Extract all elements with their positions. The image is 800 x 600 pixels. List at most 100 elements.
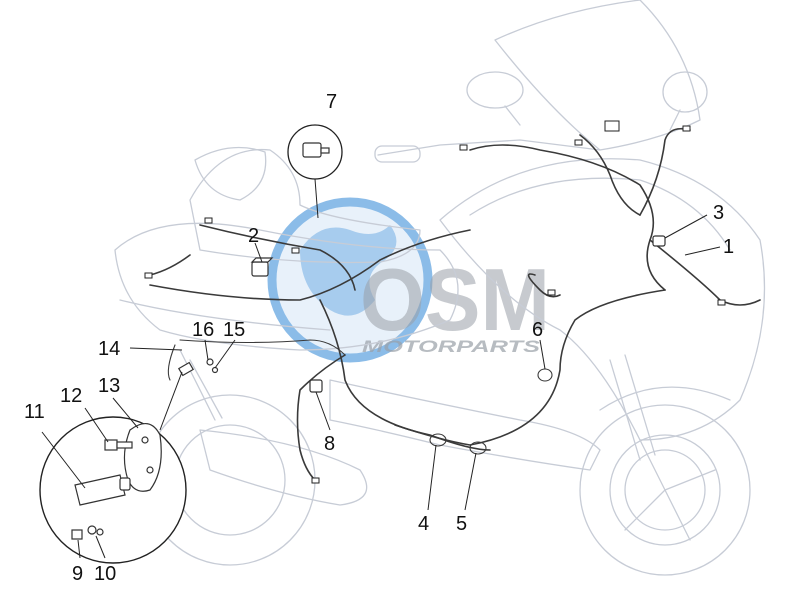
connector xyxy=(574,139,583,146)
stand-switch-parts xyxy=(177,358,219,377)
callout-1[interactable]: 1 xyxy=(723,236,734,258)
exhaust-outline xyxy=(199,429,368,506)
leader-8 xyxy=(315,391,331,431)
leader-10 xyxy=(95,535,106,559)
headlight-branch xyxy=(649,239,761,306)
switch-body xyxy=(302,142,322,158)
cable-clamp-part xyxy=(652,235,666,247)
connector xyxy=(547,289,556,296)
switch-plunger xyxy=(320,147,330,154)
front-fork-outline xyxy=(609,354,656,461)
callout-numbers: 1 2 3 4 5 6 7 8 9 10 11 12 13 14 15 16 xyxy=(24,91,734,585)
leader-2 xyxy=(254,242,263,263)
leader-15 xyxy=(214,339,236,369)
bracket-hole xyxy=(146,466,154,474)
front-wheel-outline xyxy=(579,404,751,576)
dash-harness-branch xyxy=(579,134,641,216)
brake-disc-outline xyxy=(624,449,706,531)
front-wheel-spokes xyxy=(624,439,716,541)
cable-tie-5 xyxy=(469,441,487,455)
callout-16[interactable]: 16 xyxy=(192,319,214,341)
callout-13[interactable]: 13 xyxy=(98,375,120,397)
connector-part-8 xyxy=(309,379,323,393)
leader-9 xyxy=(77,539,81,559)
watermark-brand: OSM xyxy=(360,250,550,349)
rear-body-line xyxy=(119,299,331,331)
relay-part xyxy=(250,257,274,277)
callout-3[interactable]: 3 xyxy=(713,202,724,224)
lower-branch xyxy=(296,354,346,481)
callout-14[interactable]: 14 xyxy=(98,338,120,360)
side-stand-cable xyxy=(167,344,176,381)
connector xyxy=(291,247,300,254)
watermark-tagline: MOTORPARTS xyxy=(362,337,541,356)
sensor-tip xyxy=(119,477,131,491)
callout-4[interactable]: 4 xyxy=(418,513,429,535)
connector xyxy=(604,120,620,132)
connector xyxy=(144,272,153,279)
callout-12[interactable]: 12 xyxy=(60,385,82,407)
leader-16 xyxy=(204,339,209,361)
right-mirror-outline xyxy=(662,71,708,113)
leader-4 xyxy=(427,444,437,511)
right-bar-harness xyxy=(639,127,691,216)
sensor-cable xyxy=(179,339,346,356)
connector xyxy=(459,144,468,151)
long-cable-2 xyxy=(319,299,491,451)
callout-15[interactable]: 15 xyxy=(223,319,245,341)
front-harness-trunk xyxy=(469,144,666,291)
clip-6 xyxy=(537,368,553,382)
callout-5[interactable]: 5 xyxy=(456,513,467,535)
floorboard-outline xyxy=(329,379,601,471)
leader-12 xyxy=(84,407,109,443)
leader-1 xyxy=(684,246,721,256)
right-mirror-stem xyxy=(669,109,681,131)
callout-10[interactable]: 10 xyxy=(94,563,116,585)
switch-detail-leader xyxy=(314,178,319,219)
windscreen-outline xyxy=(494,0,701,151)
leader-3 xyxy=(664,214,708,239)
leader-5 xyxy=(464,452,477,511)
rear-wheel-rim xyxy=(174,424,286,536)
backrest-outline xyxy=(194,146,267,201)
leader-6 xyxy=(539,339,546,370)
rear-body-outline xyxy=(114,222,459,351)
left-mirror-outline xyxy=(466,71,524,109)
front-wheel-rim xyxy=(609,434,721,546)
main-harness-trunk xyxy=(149,229,471,301)
connector xyxy=(204,217,213,224)
bracket-hole xyxy=(141,436,149,444)
callout-9[interactable]: 9 xyxy=(72,563,83,585)
handlebar-outline xyxy=(377,139,601,156)
callout-7[interactable]: 7 xyxy=(326,91,337,113)
bolt-12 xyxy=(104,439,133,451)
grip-outline xyxy=(374,145,421,163)
wiring-harness xyxy=(149,127,761,481)
front-shield-inner xyxy=(469,177,731,251)
leader-lines xyxy=(41,214,721,559)
stand-sensor-detail xyxy=(39,371,187,564)
front-mudguard-outline xyxy=(599,386,731,411)
leader-14 xyxy=(129,347,183,351)
callout-6[interactable]: 6 xyxy=(532,319,543,341)
connector xyxy=(311,477,320,484)
horn-branch xyxy=(527,273,561,298)
callout-8[interactable]: 8 xyxy=(324,433,335,455)
bracket-13 xyxy=(123,423,162,492)
sensor-11 xyxy=(74,474,126,506)
cable-tie-4 xyxy=(429,433,447,447)
tail-light-branch xyxy=(149,254,191,276)
connector xyxy=(682,125,691,132)
leader-11 xyxy=(41,431,86,489)
connectors xyxy=(144,120,726,484)
connector xyxy=(717,299,726,306)
washer-10 xyxy=(87,525,104,536)
callout-2[interactable]: 2 xyxy=(248,225,259,247)
left-mirror-stem xyxy=(504,105,521,126)
callout-11[interactable]: 11 xyxy=(24,401,45,423)
rear-shock-outline xyxy=(179,349,223,421)
rear-harness-branch xyxy=(199,224,356,291)
leader-13 xyxy=(112,397,139,429)
long-cable-1 xyxy=(394,289,666,446)
